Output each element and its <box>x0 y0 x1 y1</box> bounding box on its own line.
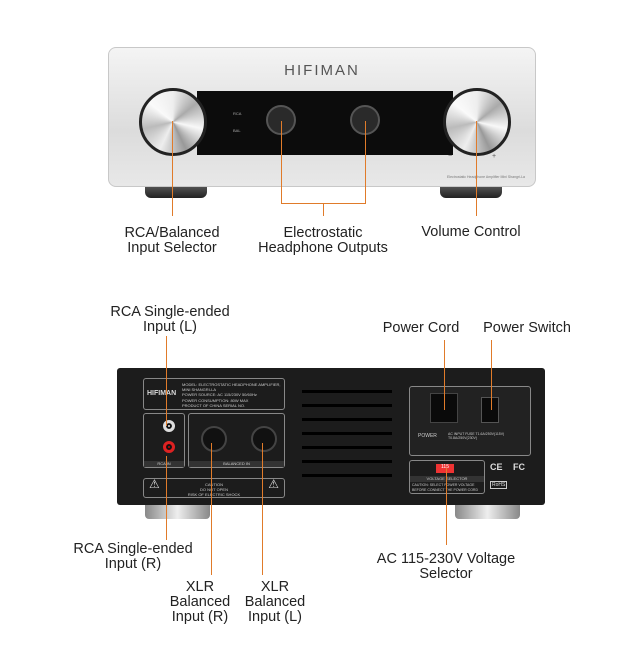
xlr-input-left[interactable] <box>251 426 277 452</box>
label-rca-left: RCA Single-ended Input (L) <box>110 304 230 335</box>
fc-mark: FC <box>513 462 525 472</box>
rear-info-plate: HIFIMAN MODEL: ELECTROSTATIC HEADPHONE A… <box>143 378 285 410</box>
leader-line <box>211 443 212 575</box>
power-module: POWER AC INPUT FUSE T1.6A/250V(115V) T0.… <box>409 386 531 456</box>
leader-line <box>262 443 263 575</box>
front-foot-right <box>440 186 502 198</box>
power-label: POWER <box>418 433 437 439</box>
front-brand-logo: HIFIMAN <box>284 62 360 79</box>
leader-line <box>166 456 167 540</box>
rear-brand-logo: HIFIMAN <box>147 390 177 397</box>
label-headphone-outputs: Electrostatic Headphone Outputs <box>258 225 388 256</box>
rca-in-label: RCA IN <box>144 461 184 467</box>
rca-panel: RCA IN <box>143 413 185 468</box>
front-black-panel: RCA BAL <box>197 91 453 155</box>
amplifier-rear: HIFIMAN MODEL: ELECTROSTATIC HEADPHONE A… <box>117 368 545 505</box>
balanced-panel: BALANCED IN <box>188 413 285 468</box>
front-model-text: Electrostatic Headphone Amplifier Mini S… <box>446 175 525 179</box>
label-volume-control: Volume Control <box>421 224 521 240</box>
balanced-in-label: BALANCED IN <box>189 461 284 467</box>
input-selector-knob[interactable] <box>139 88 207 156</box>
xlr-input-right[interactable] <box>201 426 227 452</box>
voltage-selector-switch[interactable]: 115 <box>436 464 454 473</box>
rca-jack-right[interactable] <box>163 441 175 453</box>
caution-box: ⚠ CAUTION DO NOT OPEN RISK OF ELECTRIC S… <box>143 478 285 498</box>
voltage-caution: CAUTION: SELECT POWER VOLTAGE BEFORE CON… <box>412 483 478 492</box>
rear-info-text: MODEL: ELECTROSTATIC HEADPHONE AMPLIFIER… <box>182 382 281 408</box>
label-input-selector: RCA/Balanced Input Selector <box>124 225 220 256</box>
led-bal: BAL <box>233 128 241 133</box>
volume-knob[interactable] <box>443 88 511 156</box>
label-xlr-right: XLR Balanced Input (R) <box>169 579 231 625</box>
label-xlr-left: XLR Balanced Input (L) <box>244 579 306 625</box>
leader-line <box>446 468 447 545</box>
leader-line <box>365 121 366 203</box>
leader-line <box>476 121 477 216</box>
amplifier-front: HIFIMAN RCA BAL − + Electrostatic Headph… <box>108 47 536 187</box>
rear-foot-right <box>455 503 520 519</box>
rear-foot-left <box>145 503 210 519</box>
leader-line <box>281 121 282 203</box>
ce-mark: CE <box>490 462 503 472</box>
leader-line <box>491 340 492 410</box>
warning-icon: ⚠ <box>149 477 160 491</box>
leader-line <box>166 336 167 426</box>
power-switch[interactable] <box>481 397 499 423</box>
fuse-label: AC INPUT FUSE T1.6A/250V(115V) T0.8A/250… <box>448 432 505 440</box>
label-rca-right: RCA Single-ended Input (R) <box>73 541 193 572</box>
voltage-panel: 115 VOLTAGE SELECTOR CAUTION: SELECT POW… <box>409 460 485 494</box>
volume-minus: − <box>448 153 453 160</box>
vent-grille <box>302 388 392 488</box>
label-voltage-selector: AC 115-230V Voltage Selector <box>376 551 516 582</box>
label-power-cord: Power Cord <box>382 320 460 336</box>
led-rca: RCA <box>233 111 242 116</box>
caution-text: CAUTION DO NOT OPEN RISK OF ELECTRIC SHO… <box>187 482 241 497</box>
voltage-selector-label: VOLTAGE SELECTOR <box>410 476 484 482</box>
leader-line <box>323 203 324 216</box>
rohs-mark: RoHS <box>490 481 508 489</box>
front-foot-left <box>145 186 207 198</box>
volume-plus: + <box>492 153 497 160</box>
leader-line <box>172 121 173 216</box>
label-power-switch: Power Switch <box>483 320 571 336</box>
rca-jack-left[interactable] <box>163 420 175 432</box>
leader-line <box>444 340 445 410</box>
warning-icon: ⚠ <box>268 477 279 491</box>
